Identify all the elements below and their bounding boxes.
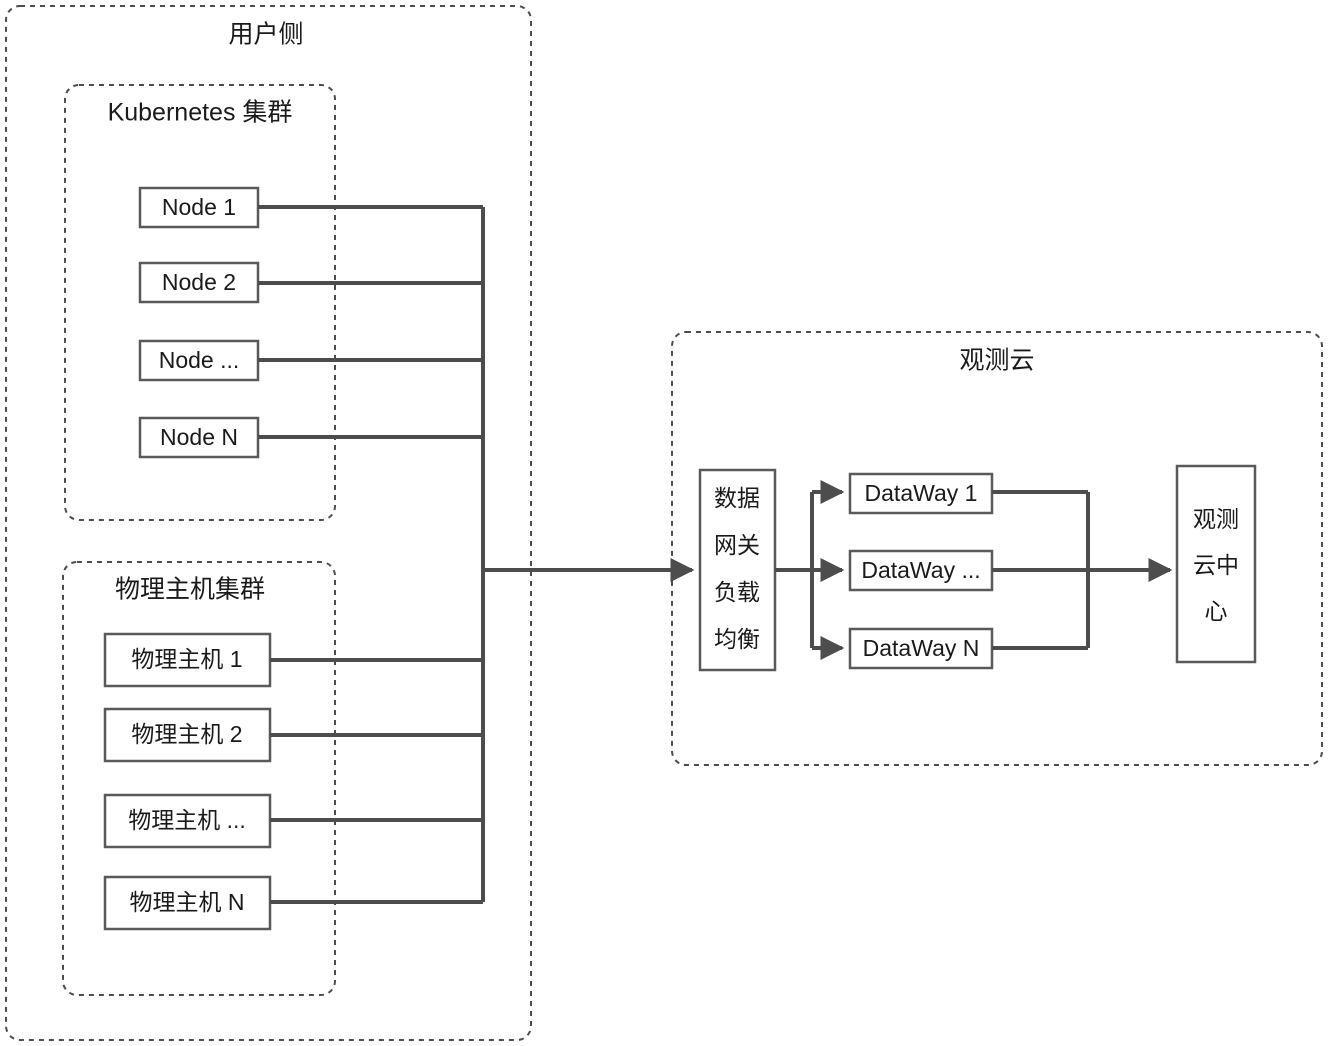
node-box-4-label: Node N bbox=[160, 424, 238, 450]
group-physical-host-cluster: 物理主机集群 bbox=[62, 561, 336, 996]
physical-host-box-2-label: 物理主机 2 bbox=[131, 721, 242, 747]
node-box-3-label: Node ... bbox=[159, 347, 240, 373]
gateway-line-1: 数据 bbox=[714, 485, 760, 511]
physical-host-box-3[interactable]: 物理主机 ... bbox=[103, 793, 272, 849]
dataway-box-2-label: DataWay ... bbox=[861, 557, 980, 583]
gateway-line-2: 网关 bbox=[714, 532, 760, 558]
group-physical-host-cluster-title: 物理主机集群 bbox=[115, 576, 265, 604]
dataway-list: DataWay 1 DataWay ... DataWay N bbox=[848, 472, 994, 670]
group-kubernetes-cluster-title: Kubernetes 集群 bbox=[108, 99, 293, 127]
center-line-3: 心 bbox=[1205, 598, 1228, 624]
observation-cloud-center-box[interactable]: 观测 云中 心 bbox=[1175, 464, 1257, 664]
gateway-to-dataway-connectors bbox=[775, 480, 845, 660]
dataway-box-1-label: DataWay 1 bbox=[865, 480, 978, 506]
physical-host-box-1-label: 物理主机 1 bbox=[131, 646, 242, 672]
node-box-4[interactable]: Node N bbox=[138, 416, 260, 459]
gateway-line-3: 负载 bbox=[714, 579, 760, 605]
node-box-2[interactable]: Node 2 bbox=[138, 261, 260, 304]
dataway-box-2[interactable]: DataWay ... bbox=[848, 549, 994, 592]
dataway-box-3-label: DataWay N bbox=[863, 635, 980, 661]
node-box-1[interactable]: Node 1 bbox=[138, 186, 260, 229]
center-line-1: 观测 bbox=[1193, 506, 1239, 532]
node-box-1-label: Node 1 bbox=[162, 194, 236, 220]
physical-host-box-3-label: 物理主机 ... bbox=[128, 807, 246, 833]
group-observation-cloud: 观测云 bbox=[671, 331, 1323, 766]
node-box-3[interactable]: Node ... bbox=[138, 339, 260, 382]
dataway-box-1[interactable]: DataWay 1 bbox=[848, 472, 994, 515]
center-line-2: 云中 bbox=[1193, 552, 1239, 578]
group-user-side-title: 用户侧 bbox=[228, 21, 303, 49]
physical-host-box-4-label: 物理主机 N bbox=[130, 889, 245, 915]
dataway-box-3[interactable]: DataWay N bbox=[848, 627, 994, 670]
group-kubernetes-cluster: Kubernetes 集群 bbox=[64, 84, 336, 521]
node-box-2-label: Node 2 bbox=[162, 269, 236, 295]
physical-host-list: 物理主机 1 物理主机 2 物理主机 ... 物理主机 N bbox=[103, 632, 272, 931]
physical-host-box-4[interactable]: 物理主机 N bbox=[103, 875, 272, 931]
group-user-side: 用户侧 bbox=[5, 5, 532, 1041]
left-connector-lines bbox=[258, 205, 485, 904]
node-list: Node 1 Node 2 Node ... Node N bbox=[138, 186, 260, 459]
physical-host-box-1[interactable]: 物理主机 1 bbox=[103, 632, 272, 688]
physical-host-box-2[interactable]: 物理主机 2 bbox=[103, 707, 272, 763]
gateway-line-4: 均衡 bbox=[714, 626, 760, 652]
dataway-to-center-connectors bbox=[992, 490, 1173, 650]
group-observation-cloud-title: 观测云 bbox=[959, 347, 1034, 375]
gateway-box[interactable]: 数据 网关 负载 均衡 bbox=[698, 468, 777, 672]
